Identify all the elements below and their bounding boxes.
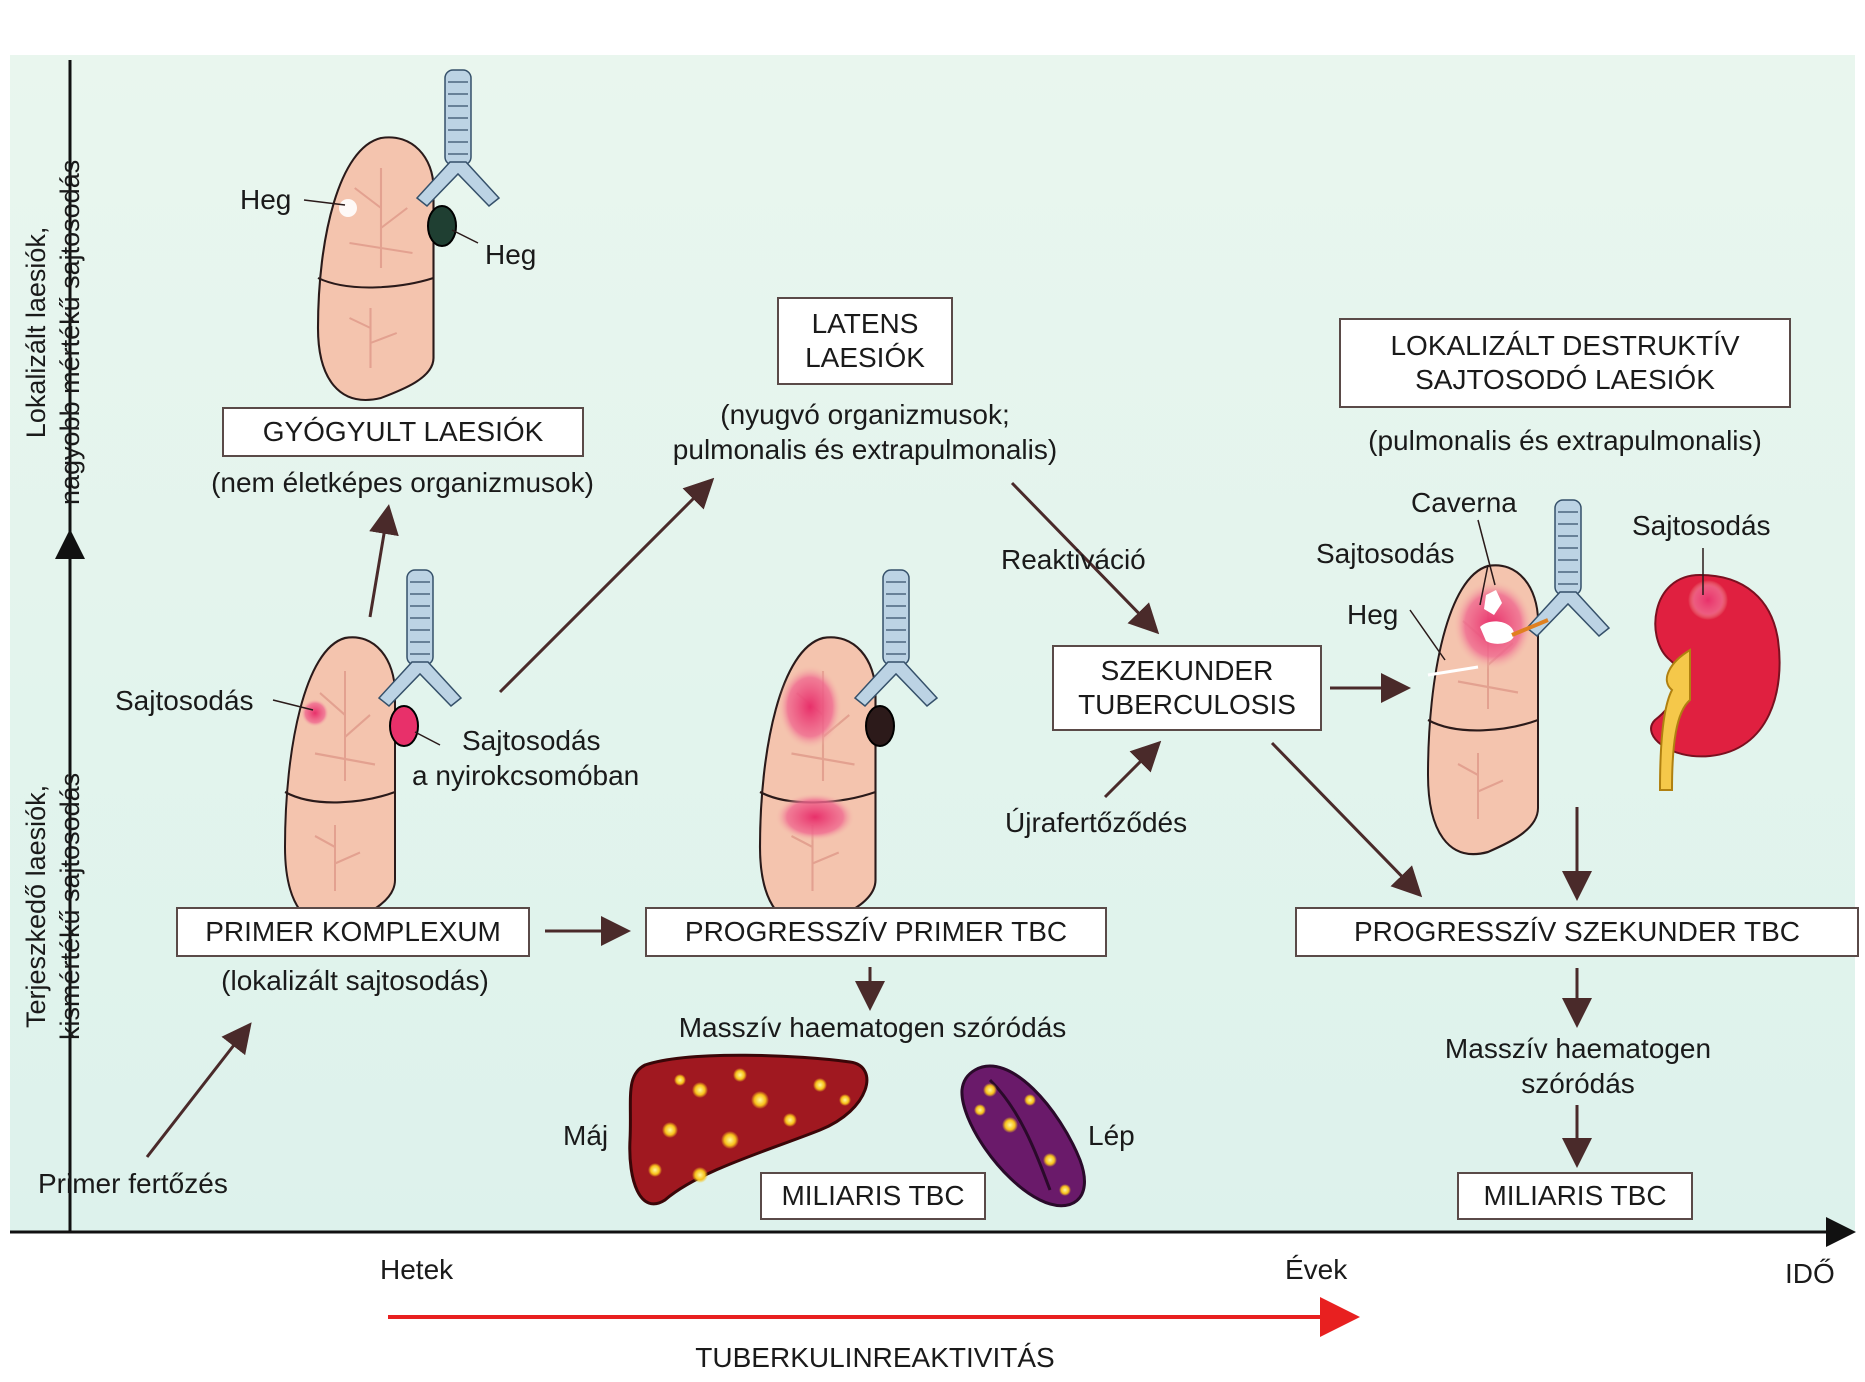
destructive-scar-label: Heg	[1347, 597, 1398, 632]
miliary-primary-box: MILIARIS TBC	[760, 1172, 986, 1220]
latent-lesions-caption: (nyugvó organizmusok; pulmonalis és extr…	[640, 397, 1090, 467]
primary-trachea-icon	[379, 570, 461, 706]
healed-lesions-caption: (nem életképes organizmusok)	[165, 465, 640, 500]
primary-infection-label: Primer fertőzés	[38, 1166, 228, 1201]
progressive-secondary-box: PROGRESSZÍV SZEKUNDER TBC	[1295, 907, 1859, 957]
progressive-lung-icon	[760, 637, 876, 926]
latent-lesions-box: LATENS LAESIÓK	[777, 297, 953, 385]
progressive-secondary-title: PROGRESSZÍV SZEKUNDER TBC	[1354, 915, 1800, 949]
healed-node-scar-label: Heg	[485, 237, 536, 272]
progressive-primary-title: PROGRESSZÍV PRIMER TBC	[685, 915, 1067, 949]
kidney-icon	[1651, 575, 1780, 790]
reactivation-label: Reaktiváció	[1001, 542, 1146, 577]
destructive-lesions-title-line2: SAJTOSODÓ LAESIÓK	[1415, 363, 1715, 397]
healed-scar-label: Heg	[240, 182, 291, 217]
secondary-tb-title-line1: SZEKUNDER	[1101, 654, 1274, 688]
miliary-primary-title: MILIARIS TBC	[781, 1179, 964, 1213]
x-axis-time-label: IDŐ	[1785, 1256, 1835, 1291]
miliary-secondary-title: MILIARIS TBC	[1483, 1179, 1666, 1213]
primary-complex-caption: (lokalizált sajtosodás)	[165, 963, 545, 998]
spleen-label: Lép	[1088, 1118, 1135, 1153]
miliary-secondary-box: MILIARIS TBC	[1457, 1172, 1693, 1220]
x-axis-years-label: Évek	[1285, 1252, 1347, 1287]
tuberculin-label: TUBERKULINREAKTIVITÁS	[600, 1340, 1150, 1375]
primary-node-caseation-label: Sajtosodás a nyirokcsomóban	[412, 723, 639, 793]
destructive-lesions-box: LOKALIZÁLT DESTRUKTÍV SAJTOSODÓ LAESIÓK	[1339, 318, 1791, 408]
primary-lung-icon	[285, 637, 395, 926]
healed-lesions-box: GYÓGYULT LAESIÓK	[222, 407, 584, 457]
reinfection-label: Újrafertőződés	[1005, 805, 1187, 840]
healed-lymph-node-icon	[428, 206, 456, 246]
secondary-tb-box: SZEKUNDER TUBERCULOSIS	[1052, 645, 1322, 731]
y-axis-upper-label: Lokalizált laesiók, nagyobb mértékű sajt…	[20, 160, 88, 505]
progressive-primary-box: PROGRESSZÍV PRIMER TBC	[645, 907, 1107, 957]
caverna-label: Caverna	[1411, 485, 1517, 520]
healed-lesions-title: GYÓGYULT LAESIÓK	[263, 415, 544, 449]
kidney-caseation-label: Sajtosodás	[1632, 508, 1771, 543]
healed-lung-icon	[318, 137, 434, 400]
progressive-primary-dissemination: Masszív haematogen szóródás	[640, 1010, 1105, 1045]
y-axis-lower-label: Terjeszkedő laesiók, kismértékű sajtosod…	[20, 773, 88, 1040]
healed-trachea-icon	[417, 70, 499, 206]
progressive-lymph-node-icon	[866, 706, 894, 746]
latent-lesions-title-line1: LATENS	[812, 307, 919, 341]
primary-complex-box: PRIMER KOMPLEXUM	[176, 907, 530, 957]
primary-caseation-label: Sajtosodás	[115, 683, 254, 718]
liver-label: Máj	[563, 1118, 608, 1153]
destructive-lung-icon	[1428, 565, 1538, 854]
destructive-trachea-icon	[1527, 500, 1609, 636]
latent-lesions-title-line2: LAESIÓK	[805, 341, 925, 375]
progressive-secondary-dissemination: Masszív haematogen szóródás	[1378, 1031, 1778, 1101]
primary-complex-title: PRIMER KOMPLEXUM	[205, 915, 501, 949]
progressive-trachea-icon	[855, 570, 937, 706]
x-axis-weeks-label: Hetek	[380, 1252, 453, 1287]
destructive-caseation-label: Sajtosodás	[1316, 536, 1455, 571]
secondary-tb-title-line2: TUBERCULOSIS	[1078, 688, 1296, 722]
destructive-lesions-title-line1: LOKALIZÁLT DESTRUKTÍV	[1390, 329, 1739, 363]
destructive-lesions-caption: (pulmonalis és extrapulmonalis)	[1335, 423, 1795, 458]
